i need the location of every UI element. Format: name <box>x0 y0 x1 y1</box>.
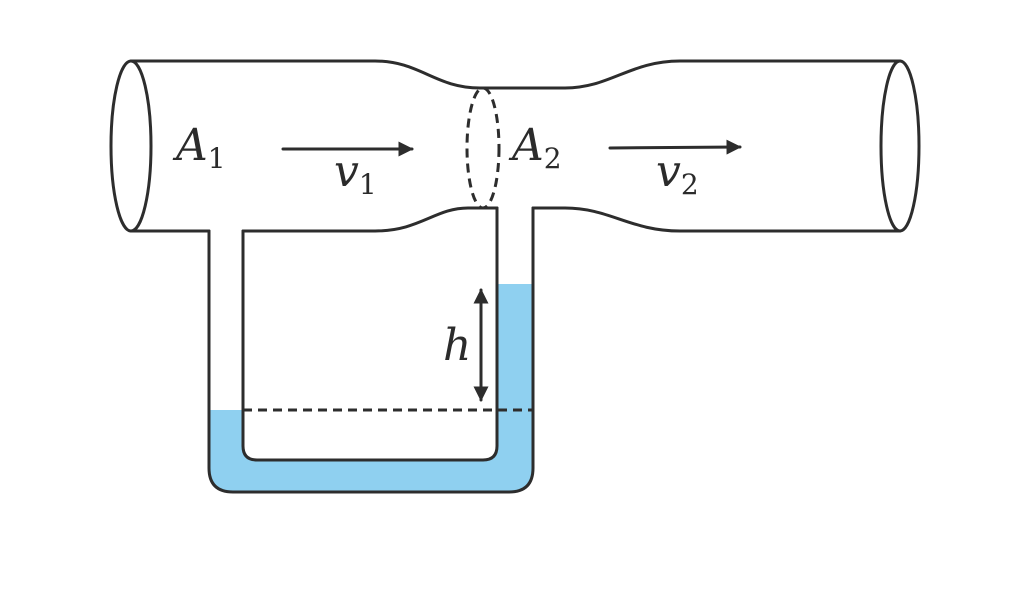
label-a2-main: A <box>508 120 544 171</box>
v2-flow-arrow <box>608 139 742 155</box>
throat-cross-section <box>465 86 501 210</box>
pipe-top-wall <box>129 59 902 90</box>
liquid-right-column <box>497 284 533 462</box>
u-tube-manometer <box>207 206 535 494</box>
label-v2-main: v <box>656 146 681 197</box>
label-a2-sub: 2 <box>544 142 562 175</box>
u-tube-outer-wall <box>207 206 535 494</box>
label-v1-sub: 1 <box>359 168 377 201</box>
label-a1-main: A <box>172 120 208 171</box>
u-tube-inner-wall <box>241 206 499 462</box>
pipe-bottom-wall-mid <box>241 206 499 233</box>
pipe-inlet-opening <box>109 59 153 233</box>
liquid-bottom-bend <box>209 440 533 492</box>
pipe-outlet-opening <box>879 59 921 233</box>
label-a1: A1 <box>172 120 226 175</box>
label-v1: v1 <box>334 146 377 201</box>
manometer-liquid <box>209 284 533 492</box>
label-a2: A2 <box>508 120 562 175</box>
label-h: h <box>443 320 471 371</box>
label-v1-main: v <box>334 146 359 197</box>
label-v2-sub: 2 <box>681 168 699 201</box>
label-v2: v2 <box>656 146 699 201</box>
venturi-pipe <box>109 59 921 233</box>
label-a1-sub: 1 <box>208 142 226 175</box>
pipe-bottom-wall-right <box>531 206 902 233</box>
